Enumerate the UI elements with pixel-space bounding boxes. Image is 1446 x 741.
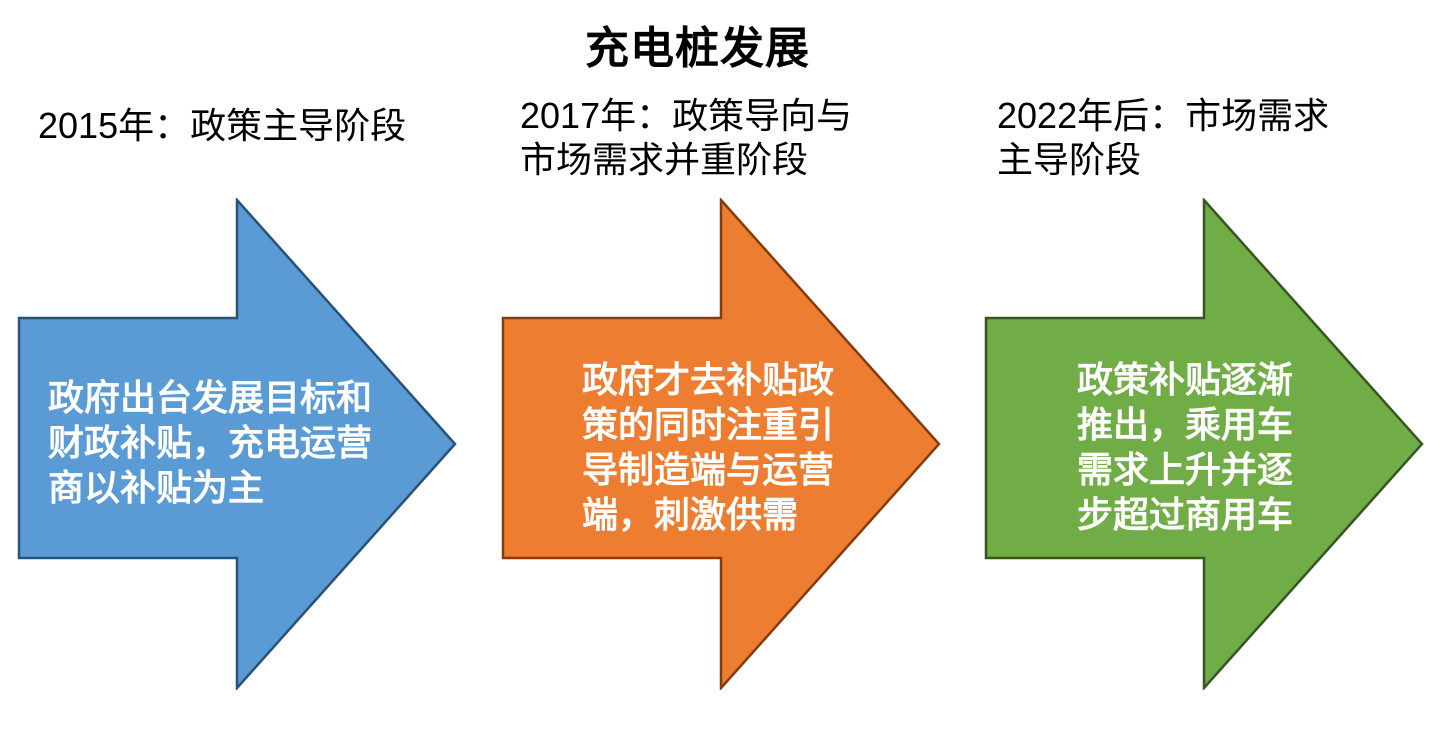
diagram-title: 充电桩发展 — [585, 24, 810, 73]
right-arrow-shape — [984, 198, 1424, 690]
stage-arrow-2015 — [17, 198, 457, 690]
stage-body-2017: 政府才去补贴政 策的同时注重引 导制造端与运营 端，刺激供需 — [582, 359, 835, 535]
stage-heading-2022: 2022年后：市场需求 主导阶段 — [997, 95, 1330, 180]
stage-body-2022: 政策补贴逐渐 推出，乘用车 需求上升并逐 步超过商用车 — [1077, 359, 1294, 535]
stage-heading-2015: 2015年：政策主导阶段 — [38, 105, 407, 146]
stage-arrow-2017 — [501, 198, 941, 690]
right-arrow-shape — [17, 198, 457, 690]
right-arrow-shape — [501, 198, 941, 690]
stage-heading-2017: 2017年：政策导向与 市场需求并重阶段 — [520, 95, 853, 180]
stage-arrow-2022 — [984, 198, 1424, 690]
stage-body-2015: 政府出台发展目标和 财政补贴，充电运营 商以补贴为主 — [48, 377, 373, 508]
